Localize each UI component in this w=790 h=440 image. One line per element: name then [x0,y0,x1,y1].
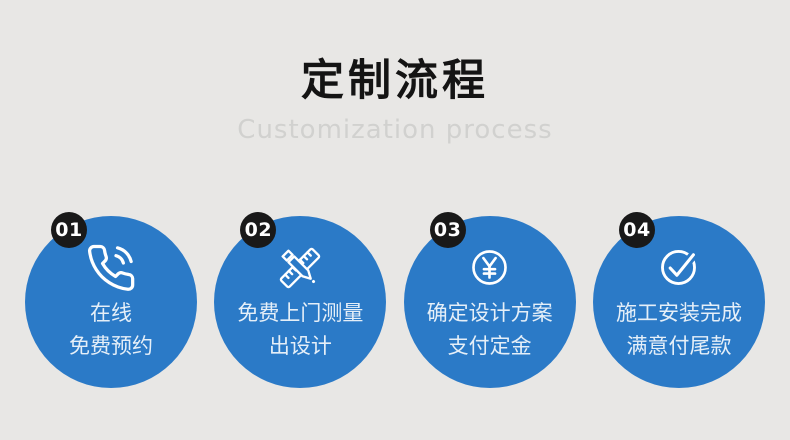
step-circle: 施工安装完成 满意付尾款 [592,216,765,388]
step-item-4: 04 施工安装完成 满意付尾款 [592,212,765,388]
step-number-badge: 02 [240,212,277,248]
step-circle: 免费上门测量 出设计 [214,216,387,388]
step-label: 施工安装完成 满意付尾款 [616,297,742,363]
step-circle: 确定设计方案 支付定金 [403,216,576,388]
step-label-line-2: 满意付尾款 [626,334,732,358]
step-label-line-1: 在线 [90,301,132,325]
step-label-line-2: 出设计 [268,334,332,358]
step-label-line-1: 免费上门测量 [237,301,364,325]
process-steps: 01 在线 免费预约 02 [0,212,790,388]
page-subtitle: Customization process [237,115,553,146]
ruler-pencil-icon [272,239,328,296]
step-label: 在线 免费预约 [69,297,153,363]
header: 定制流程 Customization process [0,0,790,143]
phone-icon [85,239,137,296]
step-number-badge: 01 [51,212,87,248]
step-label-line-2: 支付定金 [447,334,532,358]
step-label-line-2: 免费预约 [69,334,153,358]
page-title: 定制流程 [301,56,489,106]
step-item-1: 01 在线 免费预约 [25,212,197,388]
step-label-line-1: 确定设计方案 [426,301,553,325]
step-circle: 在线 免费预约 [25,216,197,388]
step-item-3: 03 确定设计方案 支付定金 [403,212,576,388]
step-label-line-1: 施工安装完成 [615,301,742,325]
step-label: 确定设计方案 支付定金 [427,297,553,363]
step-item-2: 02 免费上门测量 出设计 [214,212,387,388]
yuan-coin-icon [463,239,516,296]
step-number-badge: 03 [429,212,466,248]
check-circle-icon [652,239,705,296]
step-number-badge: 04 [618,212,655,248]
step-label: 免费上门测量 出设计 [237,297,363,363]
